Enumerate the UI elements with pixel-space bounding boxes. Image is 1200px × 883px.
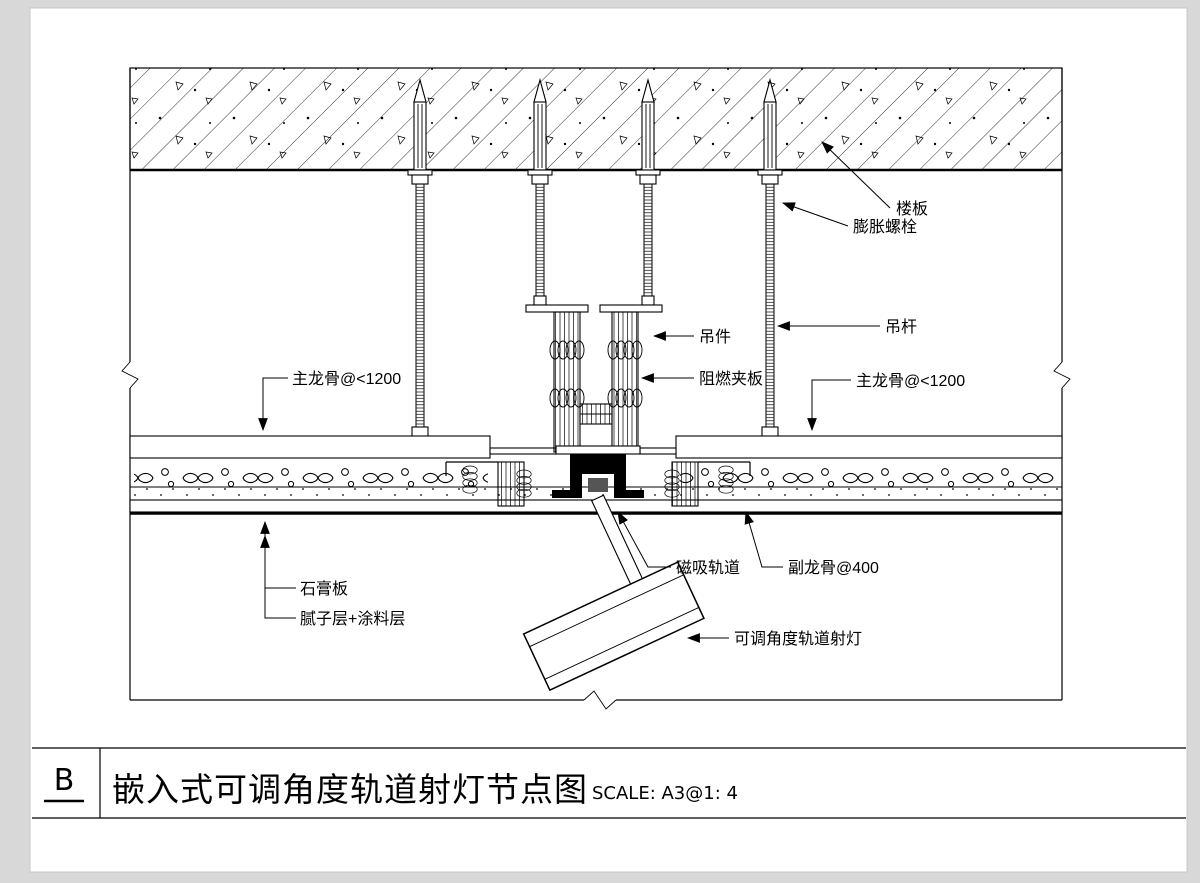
leader-main-keel-right (807, 379, 851, 432)
break-mark-right (1053, 361, 1071, 389)
expansion-bolt-2 (527, 77, 553, 185)
carrier-connector-left (489, 447, 557, 455)
label-gypsum-board: 石膏板 (300, 579, 348, 598)
plywood-board-right (611, 311, 639, 453)
drawing-scale: SCALE: A3@1: 4 (592, 783, 738, 804)
main-carrier-left (129, 435, 491, 459)
clip-row-right (680, 458, 1058, 487)
secondary-keel-right (671, 461, 699, 507)
floor-slab (129, 67, 1063, 172)
clip-row-left (134, 458, 488, 487)
break-mark-left (121, 361, 139, 389)
leaders (258, 141, 891, 643)
leader-secondary-keel (744, 510, 783, 568)
leader-putty-paint (260, 534, 296, 619)
adjustable-spotlight (522, 494, 705, 692)
magnetic-track-assembly (552, 445, 644, 498)
hanger-bracket-left (525, 304, 589, 313)
edge-trim-lines (445, 461, 751, 476)
plywood-board-left (553, 311, 581, 453)
leader-magnetic-track (617, 511, 671, 568)
hanger-bracket-right (599, 304, 663, 313)
detail-marker-letter: B (54, 763, 75, 798)
hanger-rod-2 (533, 183, 547, 306)
slab-specks (130, 68, 1062, 170)
label-hanger: 吊件 (699, 328, 731, 346)
leader-expansion-bolt (781, 202, 849, 227)
hanger-rod-3 (641, 183, 655, 306)
leader-floor-slab (821, 141, 891, 209)
leader-main-keel-left (258, 377, 288, 432)
main-carrier-right (675, 435, 1063, 459)
label-floor-slab: 楼板 (896, 200, 928, 218)
label-plywood: 阻燃夹板 (699, 370, 763, 388)
label-hanger-rod: 吊杆 (885, 318, 917, 336)
label-spotlight: 可调角度轨道射灯 (734, 630, 862, 648)
break-mark-bottom (583, 690, 617, 710)
secondary-keel-left (497, 461, 525, 507)
blocking-ladder (579, 403, 613, 425)
label-main-keel-right: 主龙骨@<1200 (856, 372, 965, 390)
carrier-connector-right (639, 447, 677, 455)
label-main-keel-left: 主龙骨@<1200 (292, 370, 401, 388)
label-secondary-keel: 副龙骨@400 (788, 559, 879, 577)
expansion-bolt-3 (635, 77, 661, 185)
drawing-title: 嵌入式可调角度轨道射灯节点图 (112, 771, 588, 808)
expansion-bolt-4 (757, 77, 783, 185)
label-expansion-bolt: 膨胀螺栓 (853, 218, 917, 236)
title-block: B 嵌入式可调角度轨道射灯节点图 SCALE: A3@1: 4 (32, 747, 1186, 819)
label-putty-paint: 腻子层+涂料层 (300, 610, 405, 628)
section-boundaries (121, 68, 1071, 710)
label-magnetic-track: 磁吸轨道 (676, 559, 740, 577)
spotlight-body (522, 561, 705, 692)
